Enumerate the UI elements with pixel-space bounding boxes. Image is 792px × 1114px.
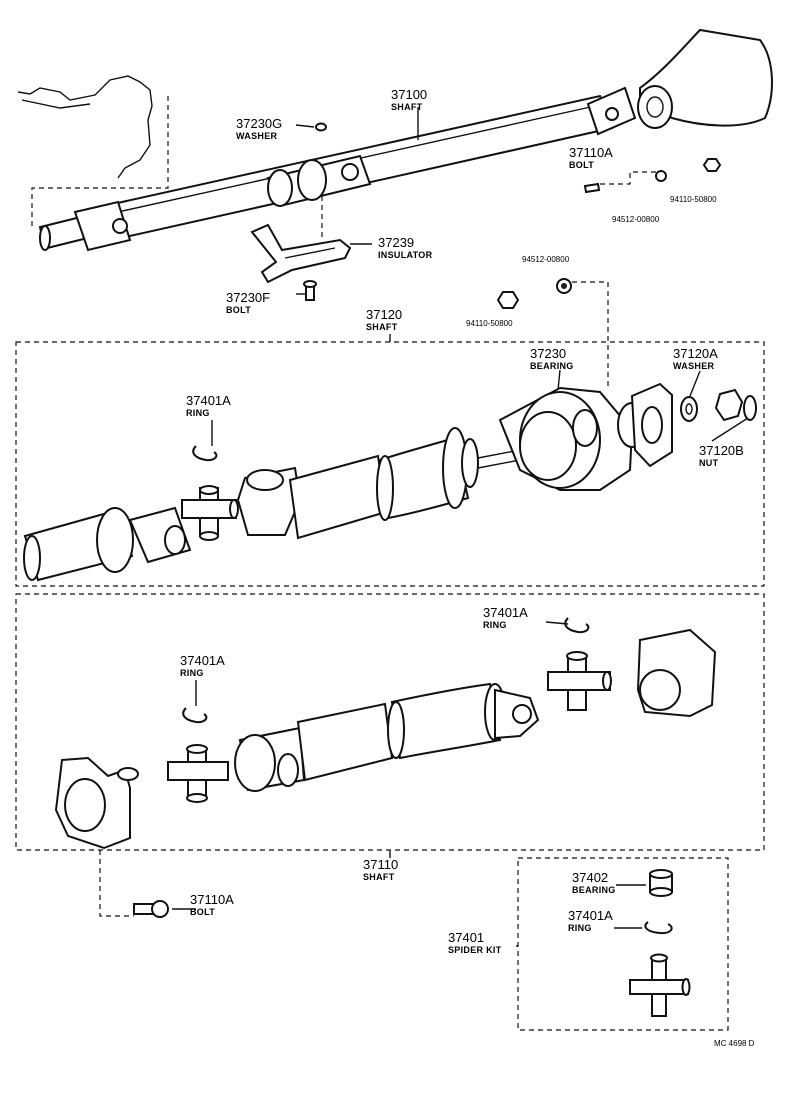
- part-number: 37230F: [226, 290, 270, 305]
- part-number: 37401A: [186, 393, 231, 408]
- part-name: RING: [568, 923, 592, 933]
- part-name: WASHER: [673, 361, 715, 371]
- label-37110: 37110 SHAFT: [363, 857, 398, 882]
- label-37239: 37239 INSULATOR: [378, 235, 433, 260]
- spider-37110-right: [547, 651, 612, 711]
- part-name: SHAFT: [363, 872, 395, 882]
- part-number: 37402: [572, 870, 608, 885]
- label-37401a-mid: 37401A RING: [186, 393, 231, 418]
- label-37110a-bottom: 37110A BOLT: [190, 892, 234, 917]
- label-37120a: 37120A WASHER: [673, 346, 718, 371]
- part-number: 37401A: [483, 605, 528, 620]
- top-dashed-leaders: [31, 96, 660, 240]
- part-name: NUT: [699, 458, 719, 468]
- label-37110a-top: 37110A BOLT: [569, 145, 613, 170]
- part-name: RING: [186, 408, 210, 418]
- part-number: 37110: [363, 857, 398, 872]
- shaft-37120-drawing: [23, 382, 757, 582]
- part-number: 37401: [448, 930, 484, 945]
- part-number: 37230: [530, 346, 566, 361]
- part-name: BOLT: [190, 907, 215, 917]
- label-37402: 37402 BEARING: [572, 870, 616, 895]
- transmission-outline: [17, 75, 153, 179]
- part-name: BOLT: [226, 305, 251, 315]
- label-37120b: 37120B NUT: [699, 443, 744, 468]
- part-number: 37401A: [568, 908, 613, 923]
- figure-code: MC 4698 D: [714, 1039, 755, 1048]
- shaft-37110-drawing: [54, 617, 717, 918]
- part-name: INSULATOR: [378, 250, 433, 260]
- part-name: SHAFT: [391, 102, 423, 112]
- spider-37120: [181, 485, 239, 541]
- part-number: 37120B: [699, 443, 744, 458]
- mid-hardware: [496, 278, 609, 388]
- label-37100: 37100 SHAFT: [391, 87, 427, 112]
- label-37401: 37401 SPIDER KIT: [448, 930, 502, 955]
- part-name: SHAFT: [366, 322, 398, 332]
- small-hardware-top: [315, 122, 722, 194]
- label-37401a-low-left: 37401A RING: [180, 653, 225, 678]
- insulator-37239-drawing: [250, 223, 352, 301]
- part-name: SPIDER KIT: [448, 945, 502, 955]
- part-name: RING: [180, 668, 204, 678]
- label-37230: 37230 BEARING: [530, 346, 574, 371]
- label-37230g: 37230G WASHER: [236, 116, 282, 141]
- label-37401a-low-right: 37401A RING: [483, 605, 528, 630]
- label-94110-top: 94110-50800: [670, 195, 717, 204]
- label-94512-top: 94512-00800: [612, 215, 660, 224]
- spider-kit-box: [517, 857, 729, 1031]
- label-leaders: [172, 107, 749, 929]
- part-number: 37110A: [569, 145, 613, 160]
- part-name: BOLT: [569, 160, 594, 170]
- part-name: RING: [483, 620, 507, 630]
- part-name: WASHER: [236, 131, 278, 141]
- label-94512-mid: 94512-00800: [522, 255, 570, 264]
- part-number: 37401A: [180, 653, 225, 668]
- shaft-37100-drawing: [38, 86, 637, 252]
- part-number: 37120A: [673, 346, 718, 361]
- part-name: BEARING: [572, 885, 616, 895]
- part-number: 37100: [391, 87, 427, 102]
- part-name: BEARING: [530, 361, 574, 371]
- part-number: 37239: [378, 235, 414, 250]
- label-37230f: 37230F BOLT: [226, 290, 270, 315]
- label-94110-mid: 94110-50800: [466, 319, 513, 328]
- part-number: 37110A: [190, 892, 234, 907]
- label-37120: 37120 SHAFT: [366, 307, 402, 332]
- label-37401a-kit: 37401A RING: [568, 908, 613, 933]
- spider-kit-parts: [629, 869, 691, 1017]
- part-number: 37120: [366, 307, 402, 322]
- part-number: 37230G: [236, 116, 282, 131]
- spider-37110-left: [167, 744, 229, 803]
- differential-housing: [637, 28, 773, 129]
